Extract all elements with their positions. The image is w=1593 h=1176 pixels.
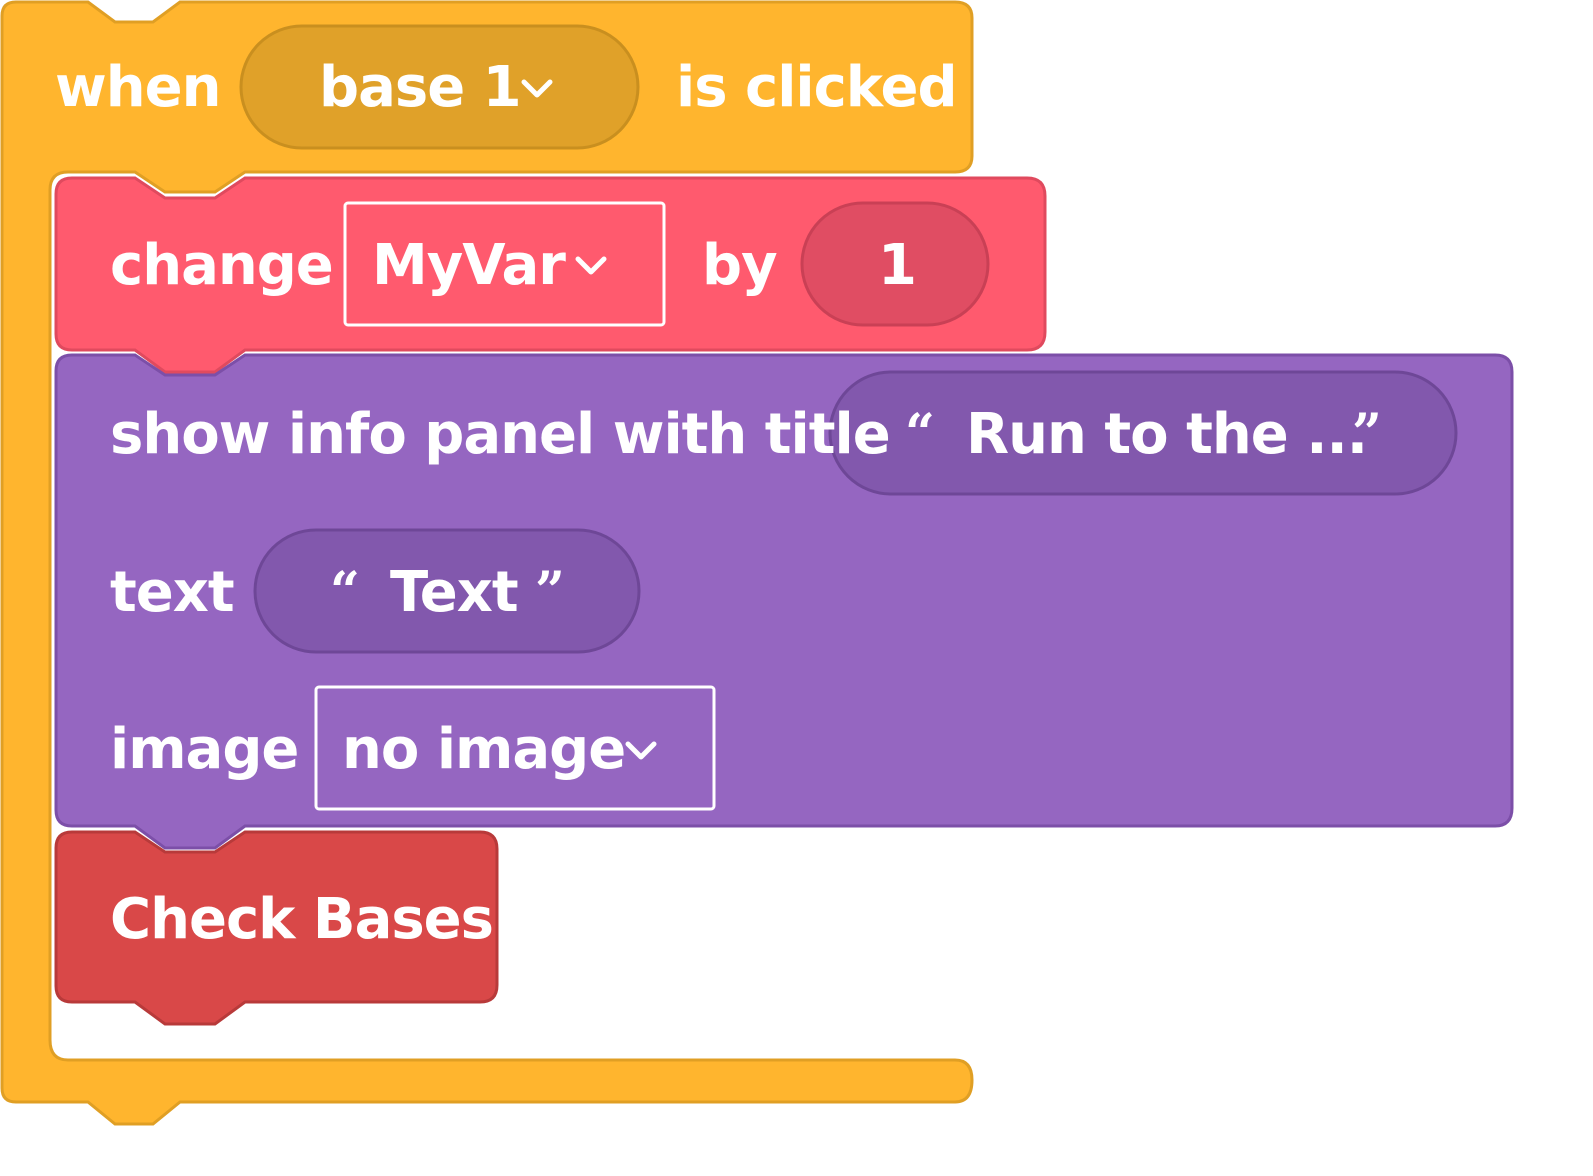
change-value-input[interactable]: 1	[878, 233, 917, 298]
sprite-dropdown-shape[interactable]	[239, 24, 640, 150]
image-dropdown-shape[interactable]	[314, 685, 716, 811]
title-string-shape[interactable]	[828, 370, 1458, 496]
chevron-down-icon[interactable]	[520, 78, 554, 100]
info-panel-label: show info panel with title	[110, 402, 891, 467]
image-dropdown-value[interactable]: no image	[342, 717, 626, 782]
close-quote-icon: ”	[535, 561, 565, 622]
check-bases-label: Check Bases	[110, 887, 494, 952]
text-label: text	[110, 560, 235, 625]
image-label: image	[110, 717, 299, 782]
check-bases-block-shape[interactable]	[54, 830, 499, 1026]
title-string-value[interactable]: Run to the ...	[966, 402, 1368, 467]
variable-dropdown-shape[interactable]	[343, 201, 666, 327]
sprite-dropdown-value[interactable]: base 1	[319, 55, 522, 120]
chevron-down-icon[interactable]	[574, 255, 608, 277]
close-quote-icon: ”	[1352, 403, 1382, 464]
variable-dropdown-value[interactable]: MyVar	[372, 233, 566, 298]
chevron-down-icon[interactable]	[624, 740, 658, 762]
change-label: change	[110, 233, 334, 298]
change-value-shape[interactable]	[800, 201, 990, 327]
text-string-shape[interactable]	[253, 528, 641, 654]
text-string-value[interactable]: Text	[390, 560, 519, 625]
open-quote-icon: “	[330, 561, 360, 622]
by-label: by	[702, 233, 778, 298]
event-suffix-label: is clicked	[676, 55, 958, 120]
open-quote-icon: “	[905, 403, 935, 464]
event-block-shape[interactable]	[0, 0, 974, 1126]
event-prefix-label: when	[55, 55, 221, 120]
